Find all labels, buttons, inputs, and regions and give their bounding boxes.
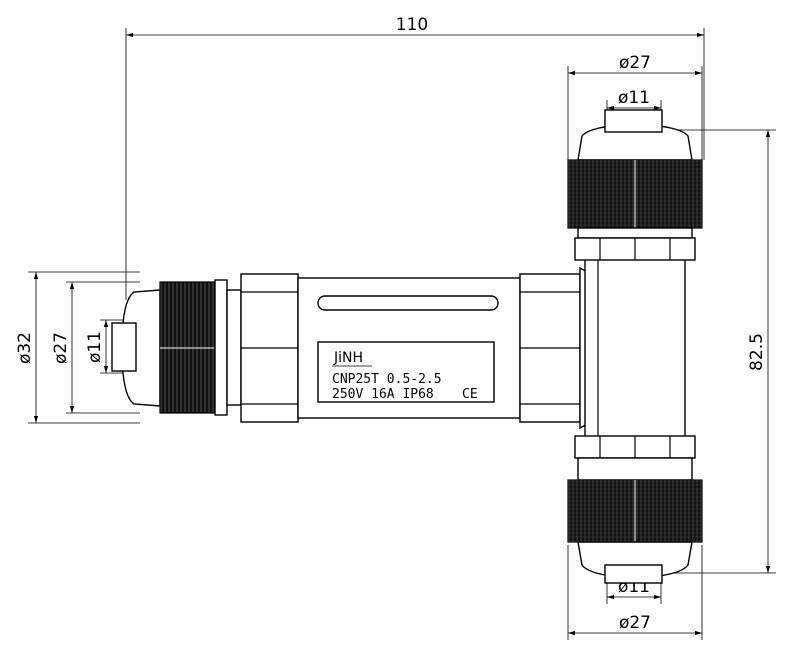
dimension-left-mid: ø27 [51,281,140,414]
top-cable-gland [567,109,703,261]
main-body: JiNH CNP25T 0.5-2.5 250V 16A IP68 CE [240,257,686,439]
dim-110-text: 110 [396,15,428,35]
dimension-left-outer: ø32 [15,271,140,424]
rating-text: 250V 16A IP68 [332,387,434,402]
dimension-top-outer: ø27 [567,53,703,160]
brand-text: JiNH [333,350,363,366]
ce-mark: CE [462,387,478,402]
dim-left-outer-text: ø32 [15,332,35,364]
dim-height-text: 82.5 [747,333,767,371]
dim-top-outer-text: ø27 [619,53,651,73]
left-cable-gland [111,279,242,416]
dim-top-inner-text: ø11 [618,88,650,108]
dimension-bottom-outer: ø27 [567,545,703,640]
dim-bottom-outer-text: ø27 [619,613,651,633]
dim-left-inner-text: ø11 [85,331,105,363]
label-plate: JiNH CNP25T 0.5-2.5 250V 16A IP68 CE [317,341,495,403]
bottom-cable-gland [567,435,703,584]
dimension-height: 82.5 [662,129,776,574]
dimension-overall-length: 110 [125,15,705,300]
dim-left-mid-text: ø27 [51,332,71,364]
model-text: CNP25T 0.5-2.5 [332,372,442,387]
